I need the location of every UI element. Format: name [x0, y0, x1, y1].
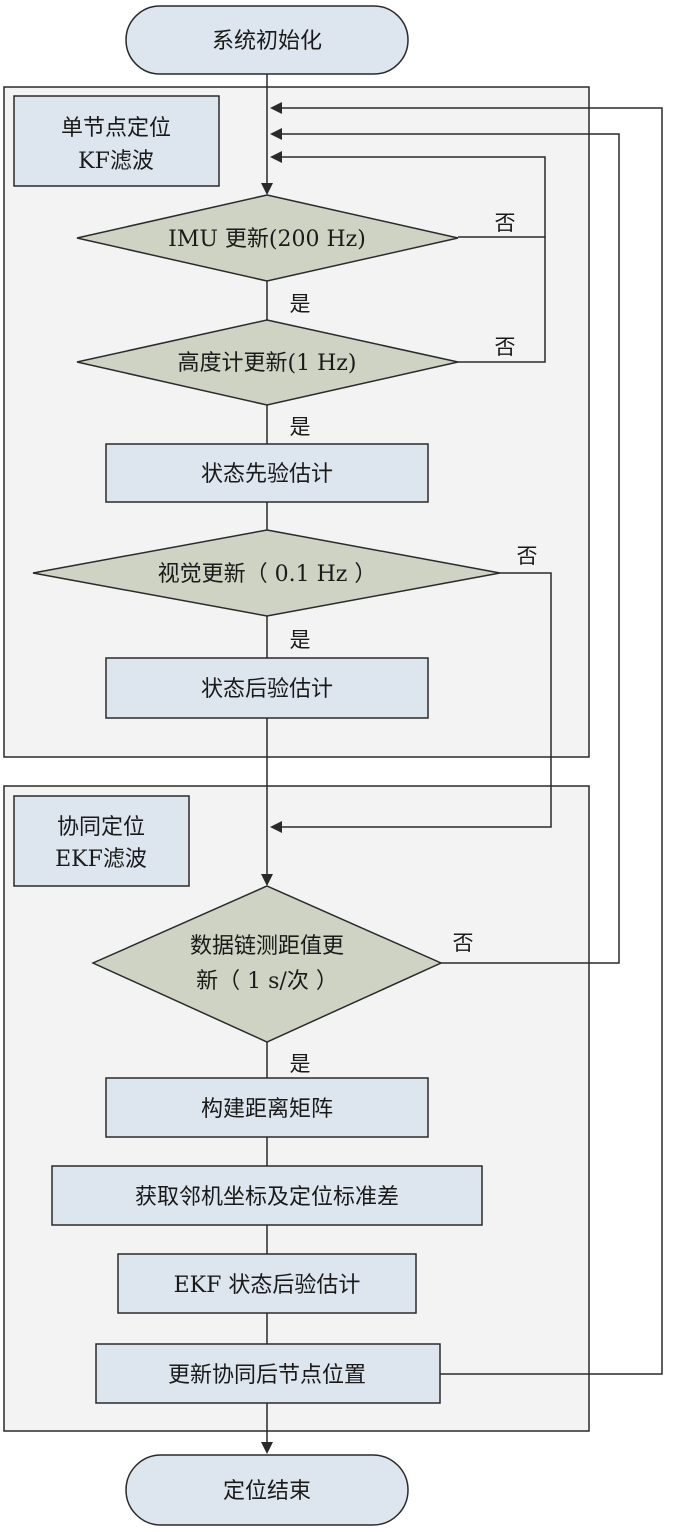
decision-altimeter-update: [76, 319, 459, 406]
group2-tag-line2: EKF滤波: [55, 847, 147, 872]
edge-dl-no-loop: [270, 128, 620, 964]
decision-dl-label-line1: 数据链测距值更: [190, 934, 344, 959]
start-label: 系统初始化: [212, 29, 322, 54]
end-label: 定位结束: [223, 1479, 311, 1504]
group1-tag-box: [13, 95, 220, 187]
process-ekf-label: EKF 状态后验估计: [174, 1273, 361, 1298]
edge-alt-no-loop: [458, 237, 546, 363]
alt-no-label: 否: [495, 335, 516, 359]
process-post-label: 状态后验估计: [201, 677, 333, 702]
edge-update-loop: [270, 102, 663, 1375]
decision-visual-update: [32, 529, 501, 617]
process-build-matrix: [105, 1077, 429, 1138]
decision-datalink-update: [91, 885, 443, 1043]
decision-dl-label-line2: 新（ 1 s/次 ）: [196, 969, 338, 994]
group2-tag-line1: 协同定位: [57, 815, 145, 840]
group1-tag-line1: 单节点定位: [61, 116, 171, 141]
process-update-position: [95, 1343, 441, 1404]
decision-alt-label: 高度计更新(1 Hz): [178, 351, 357, 376]
process-update-label: 更新协同后节点位置: [168, 1363, 366, 1388]
process-prior-label: 状态先验估计: [201, 462, 333, 487]
decision-imu-update: [76, 194, 459, 282]
group1-tag-line2: KF滤波: [78, 149, 154, 174]
end-terminal: [125, 1454, 409, 1526]
process-get-neighbors: [51, 1165, 483, 1226]
process-post-estimate: [105, 657, 429, 719]
alt-yes-label: 是: [290, 415, 311, 439]
decision-imu-label: IMU 更新(200 Hz): [168, 227, 366, 252]
vis-no-label: 否: [517, 544, 538, 568]
imu-yes-label: 是: [290, 292, 311, 316]
group2-tag-box: [13, 795, 190, 887]
vis-yes-label: 是: [290, 628, 311, 652]
process-matrix-label: 构建距离矩阵: [201, 1097, 333, 1122]
decision-vis-label: 视觉更新（ 0.1 Hz ）: [158, 562, 377, 587]
process-neighbors-label: 获取邻机坐标及定位标准差: [135, 1185, 399, 1210]
start-terminal: [125, 5, 409, 75]
edge-imu-no-loop: [270, 151, 546, 238]
dl-no-label: 否: [453, 931, 474, 955]
imu-no-label: 否: [495, 211, 516, 235]
dl-yes-label: 是: [290, 1052, 311, 1076]
edge-vis-no: [270, 572, 552, 833]
process-ekf-post: [117, 1253, 417, 1314]
process-prior-estimate: [105, 443, 429, 503]
group-single-node-kf: [3, 86, 590, 758]
